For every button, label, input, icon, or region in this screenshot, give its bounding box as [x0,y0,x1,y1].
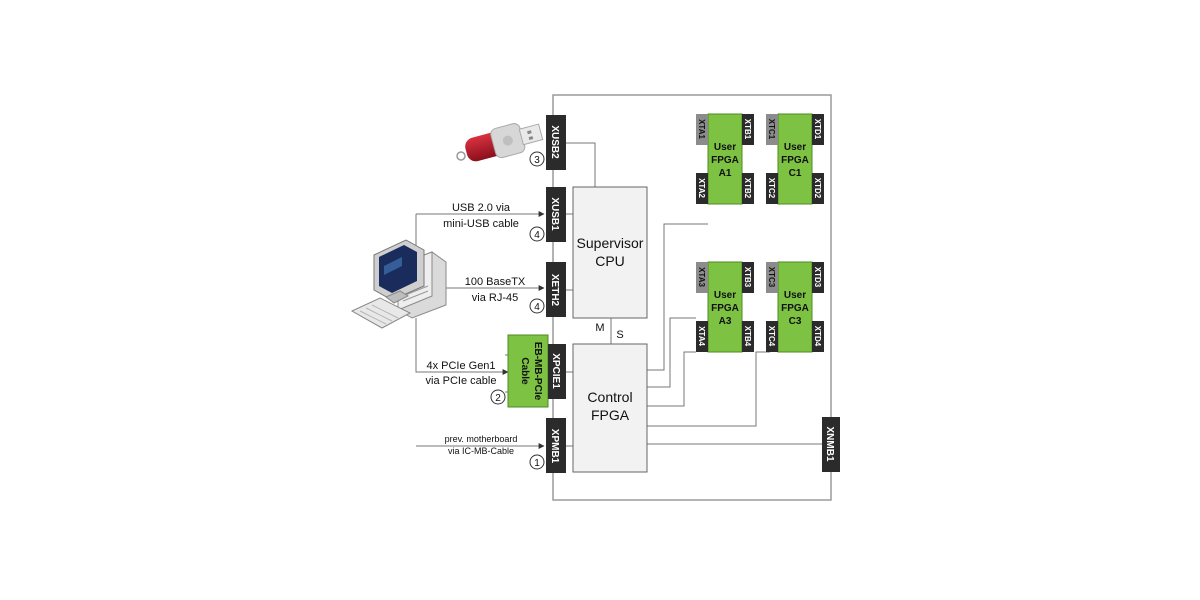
adapter-label-2: Cable [519,357,530,385]
svg-text:XTD4: XTD4 [813,326,822,347]
svg-text:XTB2: XTB2 [743,178,752,199]
connector-number: 3 [534,155,540,166]
svg-text:XTD3: XTD3 [813,267,822,288]
control-fpga-label-2: FPGA [591,407,630,423]
control-fpga-label-1: Control [587,389,632,405]
connector-xnmb1: XNMB1 [822,417,840,472]
svg-text:A3: A3 [719,316,732,327]
svg-text:FPGA: FPGA [711,155,739,166]
svg-text:C3: C3 [789,316,802,327]
connector-xeth2: XETH2 4 [529,262,566,317]
svg-text:XTB4: XTB4 [743,326,752,347]
control-fpga-block: Control FPGA [572,343,648,473]
svg-text:XTB1: XTB1 [743,119,752,140]
connector-number: 2 [495,393,501,404]
svg-text:User: User [714,142,736,153]
connector-xpmb1: XPMB1 1 [529,418,566,473]
connector-xusb1: XUSB1 4 [529,187,566,242]
bus-slave-label: S [616,329,623,341]
user-fpga-c3: XTC3 XTD3 XTC4 XTD4 User FPGA C3 [766,261,824,353]
svg-text:XTA2: XTA2 [697,178,706,198]
svg-text:XUSB1: XUSB1 [549,197,560,231]
connector-xpcie1: XPCIE1 2 [490,344,566,405]
svg-text:XTA4: XTA4 [697,326,706,346]
svg-text:XNMB1: XNMB1 [824,426,835,461]
pcie-link-label-2: via PCIe cable [426,375,497,387]
svg-text:XTD1: XTD1 [813,119,822,140]
svg-text:FPGA: FPGA [781,303,809,314]
pcie-link-label-1: 4x PCIe Gen1 [426,360,495,372]
bus-master-label: M [595,322,604,334]
svg-text:XTD2: XTD2 [813,178,822,199]
usb-stick-icon [456,123,544,162]
svg-text:XTA1: XTA1 [697,119,706,139]
supervisor-cpu-label-1: Supervisor [577,235,644,251]
svg-text:XTC1: XTC1 [767,119,776,140]
svg-text:FPGA: FPGA [711,303,739,314]
svg-text:XPMB1: XPMB1 [549,429,560,464]
connector-number: 4 [534,230,540,241]
prev-mb-label-2: via IC-MB-Cable [448,446,514,456]
svg-text:C1: C1 [789,168,802,179]
pcie-cable-adapter: EB-MB-PCIe Cable [507,334,549,408]
eth-link-label-2: via RJ-45 [472,292,518,304]
svg-text:XPCIE1: XPCIE1 [550,353,561,389]
user-fpga-a1: XTA1 XTB1 XTA2 XTB2 User FPGA A1 [696,113,754,205]
user-fpga-a3: XTA3 XTB3 XTA4 XTB4 User FPGA A3 [696,261,754,353]
connector-number: 1 [534,458,540,469]
svg-text:XTA3: XTA3 [697,267,706,287]
eth-link-label-1: 100 BaseTX [465,276,526,288]
supervisor-cpu-block: Supervisor CPU [572,186,648,319]
svg-text:XUSB2: XUSB2 [549,125,560,159]
svg-text:XTB3: XTB3 [743,267,752,288]
svg-text:User: User [784,142,806,153]
svg-text:FPGA: FPGA [781,155,809,166]
connector-number: 4 [534,302,540,313]
prev-mb-label-1: prev. motherboard [445,434,518,444]
usb-link-label-2: mini-USB cable [443,218,519,230]
svg-text:User: User [784,290,806,301]
svg-text:User: User [714,290,736,301]
svg-text:XTC2: XTC2 [767,178,776,199]
connector-xusb2: XUSB2 3 [529,115,566,170]
user-fpga-c1: XTC1 XTD1 XTC2 XTD2 User FPGA C1 [766,113,824,205]
svg-text:XETH2: XETH2 [549,274,560,307]
supervisor-cpu-label-2: CPU [595,253,625,269]
svg-text:XTC3: XTC3 [767,267,776,288]
left-connectors: XUSB2 3 XUSB1 4 XETH2 4 XPCIE1 2 XPMB1 1 [490,115,566,473]
usb-link-label-1: USB 2.0 via [452,202,511,214]
host-computer-icon [350,239,447,329]
adapter-label-1: EB-MB-PCIe [532,342,543,401]
svg-text:A1: A1 [719,168,732,179]
svg-text:XTC4: XTC4 [767,326,776,347]
